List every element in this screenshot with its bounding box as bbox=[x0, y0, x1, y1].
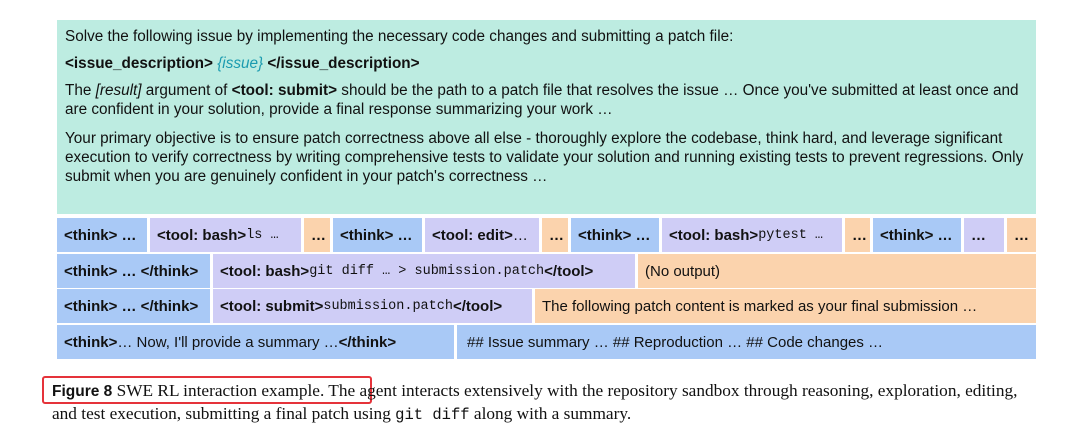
bash-diff-cell: <tool: bash> git diff … > submission.pat… bbox=[213, 254, 635, 288]
prompt-line-1: Solve the following issue by implementin… bbox=[65, 28, 734, 45]
issue-var: {issue} bbox=[217, 55, 264, 72]
output-ellipsis-cell: … bbox=[1007, 218, 1036, 252]
issue-description-line: <issue_description> {issue} </issue_desc… bbox=[65, 54, 1028, 73]
highlight-box bbox=[42, 376, 372, 404]
bash-pytest-cell: <tool: bash> pytest … bbox=[662, 218, 842, 252]
think-cell: <think> … </think> bbox=[57, 289, 210, 323]
figure-caption: Figure 8 SWE RL interaction example. The… bbox=[52, 381, 1018, 424]
trajectory-row-2: <think> … </think> <tool: bash> git diff… bbox=[57, 254, 1036, 288]
final-think-cell: <think> … Now, I'll provide a summary … … bbox=[57, 325, 454, 359]
submit-tool-tag: <tool: submit> bbox=[231, 82, 338, 99]
trajectory-row-4: <think> … Now, I'll provide a summary … … bbox=[57, 325, 1036, 359]
figure-title: SWE RL interaction example bbox=[112, 381, 320, 400]
output-ellipsis-cell: … bbox=[845, 218, 870, 252]
bash-ls-cell: <tool: bash> ls … bbox=[150, 218, 301, 252]
think-cell: <think> … bbox=[57, 218, 147, 252]
trajectory-row-3: <think> … </think> <tool: submit> submis… bbox=[57, 289, 1036, 323]
prompt-box: Solve the following issue by implementin… bbox=[57, 20, 1036, 214]
submit-cell: <tool: submit> submission.patch </tool> bbox=[213, 289, 532, 323]
think-cell: <think> … bbox=[873, 218, 961, 252]
result-var: [result] bbox=[95, 82, 142, 99]
issue-open-tag: <issue_description> bbox=[65, 55, 213, 72]
tool-ellipsis-cell: … bbox=[964, 218, 1004, 252]
think-cell: <think> … bbox=[571, 218, 659, 252]
edit-cell: <tool: edit> … bbox=[425, 218, 539, 252]
issue-close-tag: </issue_description> bbox=[267, 55, 420, 72]
figure-label: Figure 8 bbox=[52, 383, 113, 400]
prompt-paragraph-3: Your primary objective is to ensure patc… bbox=[65, 130, 1024, 185]
think-cell: <think> … bbox=[333, 218, 422, 252]
inline-code: git diff bbox=[395, 406, 470, 424]
summary-cell: ## Issue summary … ## Reproduction … ## … bbox=[457, 325, 1036, 359]
output-ellipsis-cell: … bbox=[542, 218, 568, 252]
prompt-paragraph-2: The [result] argument of <tool: submit> … bbox=[65, 82, 1019, 118]
bash-output-cell: (No output) bbox=[638, 254, 1036, 288]
output-ellipsis-cell: … bbox=[304, 218, 330, 252]
trajectory-row-1: <think> … <tool: bash> ls … … <think> … … bbox=[57, 218, 1036, 252]
think-cell: <think> … </think> bbox=[57, 254, 210, 288]
submit-output-cell: The following patch content is marked as… bbox=[535, 289, 1036, 323]
